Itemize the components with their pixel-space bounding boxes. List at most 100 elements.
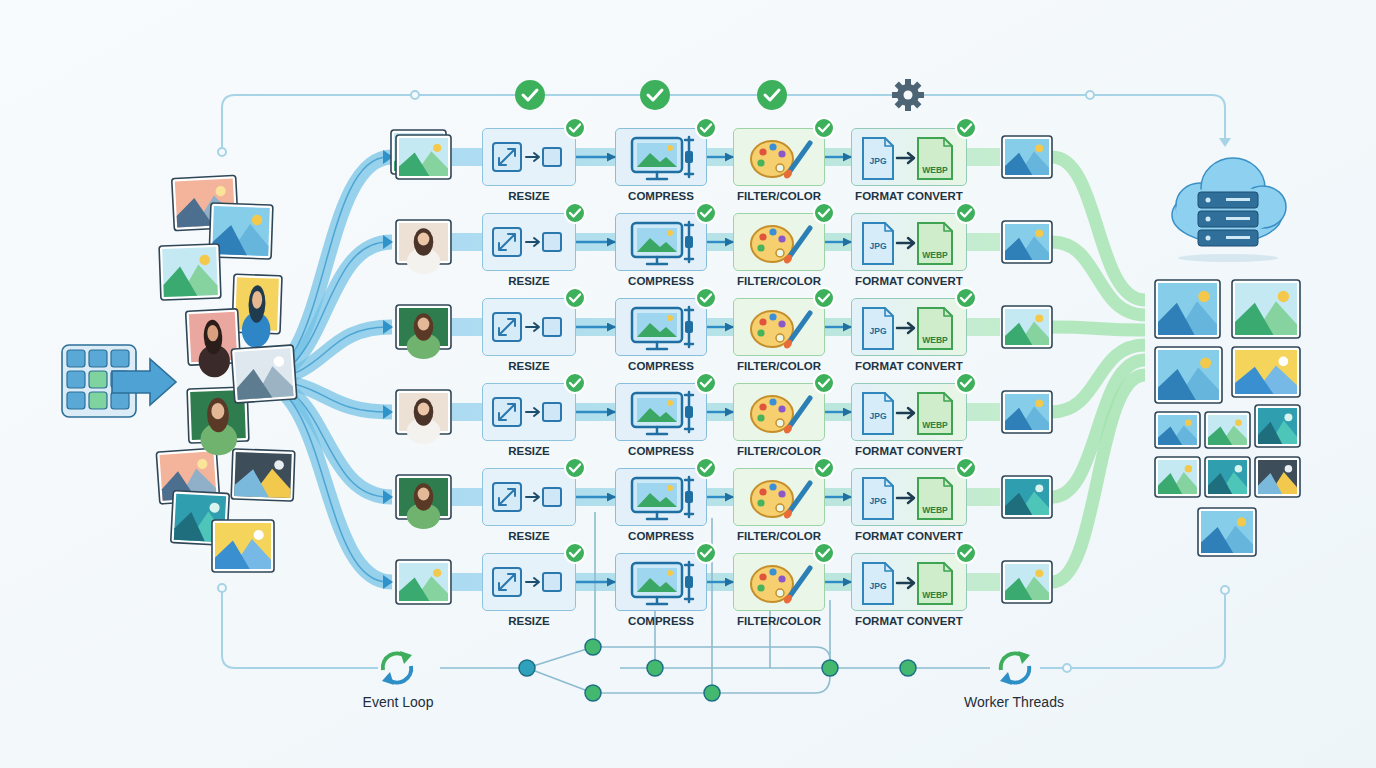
thumbnail-picture: [1208, 415, 1247, 445]
image-thumbnail: [396, 390, 451, 444]
picture-mountain: [174, 511, 206, 541]
paint-dot: [759, 318, 766, 325]
badge-check: [961, 550, 971, 557]
icon-stroke: [885, 393, 893, 401]
process-box: JPGWEBPFORMAT CONVERT: [851, 213, 967, 271]
format-tag: JPG: [863, 496, 893, 506]
process-box: FILTER/COLOR: [733, 128, 825, 186]
paint-dot: [778, 150, 785, 157]
stage-icon: [863, 223, 952, 264]
check-badge: [814, 118, 834, 138]
screen-sun: [667, 315, 673, 321]
flow-arrow: [576, 581, 615, 583]
clamp-knob: [685, 321, 693, 333]
screen-sun: [667, 230, 673, 236]
thumbnail-frame: [159, 244, 221, 300]
person-face: [418, 233, 430, 246]
picture-mountain: [1158, 426, 1182, 445]
thumbnail-frame: [212, 520, 274, 572]
check-badge: [956, 118, 976, 138]
image-thumbnail: [1002, 306, 1052, 348]
paint-dot: [757, 244, 764, 251]
icon-stroke: [526, 153, 539, 161]
icon-stroke: [499, 319, 515, 335]
flow-arrow: [825, 156, 851, 158]
screen-sun: [667, 145, 673, 151]
paint-dot: [759, 573, 766, 580]
stage-icon-art: [734, 299, 826, 357]
stage-label: RESIZE: [508, 190, 550, 202]
picture-sun: [1035, 569, 1043, 577]
picture-mountain: [1201, 527, 1233, 553]
badge-check: [819, 295, 829, 302]
format-tag: JPG: [863, 156, 893, 166]
icon-stroke: [944, 223, 952, 231]
badge-circle: [565, 373, 585, 393]
picture-mountain: [1005, 493, 1032, 515]
badge-check: [570, 295, 580, 302]
picture-mountain: [1208, 473, 1232, 494]
flow-arrow: [707, 581, 733, 583]
picture-sun: [1035, 229, 1043, 237]
flow-arrow: [576, 496, 615, 498]
thumbnail-frame: [1255, 405, 1300, 447]
server-led: [1206, 198, 1211, 203]
monitor-screen: [637, 228, 677, 252]
thumbnail-picture: [1258, 460, 1297, 494]
badge-check: [701, 465, 711, 472]
badge-circle: [696, 373, 716, 393]
badge-check: [819, 550, 829, 557]
picture-mountain: [1158, 369, 1196, 400]
icon-stroke: [790, 313, 810, 341]
flow-arrow: [825, 326, 851, 328]
picture-mountain: [1158, 473, 1182, 494]
thumbnail-picture: [399, 308, 448, 359]
badge-circle: [814, 458, 834, 478]
icon-stroke: [499, 149, 515, 165]
stage-label: FORMAT CONVERT: [855, 530, 963, 542]
check-badge: [814, 458, 834, 478]
icon-stroke: [897, 493, 914, 503]
cycle-head: [1018, 651, 1030, 664]
picture-mountain: [1005, 323, 1032, 345]
clamp-knob: [685, 576, 693, 588]
input-image-collage: [156, 175, 297, 572]
thumbnail-frame: [1155, 347, 1222, 403]
check-badge: [565, 288, 585, 308]
image-thumbnail: [396, 475, 451, 529]
brush-tip: [782, 253, 793, 265]
stage-icon: [632, 477, 693, 519]
cycle-head: [382, 672, 394, 685]
stage-label: RESIZE: [508, 360, 550, 372]
picture-sky: [1235, 350, 1297, 394]
flow-arrow: [707, 241, 733, 243]
picture-sky: [1005, 139, 1049, 175]
picture-sun: [274, 460, 284, 470]
server-slot: [1226, 217, 1250, 220]
icon-stroke: [526, 493, 539, 501]
badge-check: [570, 465, 580, 472]
thumbnail-picture: [215, 523, 271, 569]
picture-sun: [1198, 291, 1209, 302]
icon-stroke: [944, 478, 952, 486]
badge-circle: [814, 118, 834, 138]
icon-stroke: [897, 238, 914, 248]
picture-sky: [162, 247, 218, 297]
picture-sky: [1235, 283, 1297, 335]
image-thumbnail: [1002, 391, 1052, 433]
picture-sky: [1258, 408, 1297, 444]
icon-stroke: [897, 153, 914, 163]
paint-dot: [769, 483, 776, 490]
process-box: RESIZE: [482, 468, 576, 526]
paint-dot: [757, 159, 764, 166]
cycle-icon: [382, 651, 412, 685]
picture-sun: [254, 530, 264, 540]
flow-arrowhead: [383, 320, 393, 334]
thumbnail-frame: [1002, 391, 1052, 433]
person-hair: [414, 483, 434, 510]
thumbnail-frame: [396, 560, 451, 604]
badge-circle: [956, 543, 976, 563]
picture-sun: [1284, 413, 1292, 421]
output-flow: [1052, 242, 1145, 315]
